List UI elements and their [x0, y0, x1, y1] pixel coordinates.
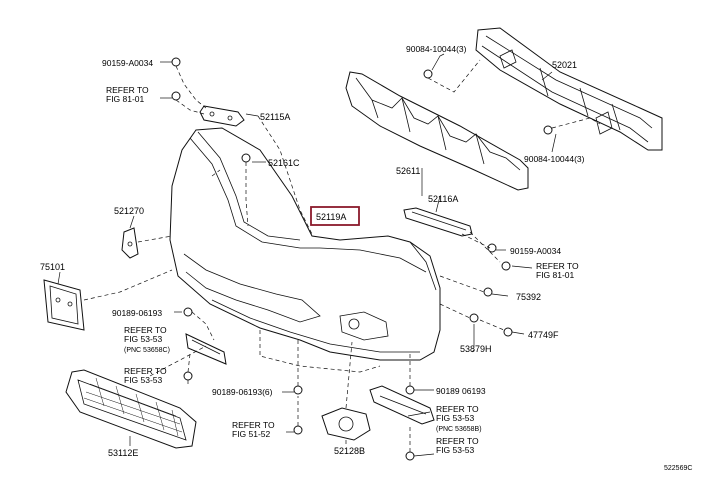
callout-52116a[interactable]: 52116A — [428, 194, 458, 204]
callout-53879h[interactable]: 53879H — [460, 344, 492, 354]
callout-52115a[interactable]: 52115A — [260, 112, 290, 122]
leader-lines — [57, 53, 557, 457]
callout-90189-06193-right[interactable]: 90189 06193 — [436, 386, 486, 396]
side-bracket-right — [403, 207, 473, 237]
callout-pnc-53658b[interactable]: (PNC 53658B) — [436, 426, 482, 433]
callout-refer-fig51-2[interactable]: FIG 51-52 — [232, 429, 271, 439]
bumper-reinforcement — [475, 27, 663, 151]
callout-labels: 90159-A0034 REFER TO FIG 81-01 52115A 52… — [40, 44, 692, 472]
fog-lamp-cover — [321, 407, 371, 441]
fasteners — [171, 57, 553, 461]
callout-refer-fig53-right-low-2[interactable]: FIG 53-53 — [436, 445, 475, 455]
bumper-bracket-left — [199, 105, 245, 127]
callout-521270[interactable]: 521270 — [114, 206, 144, 216]
callout-refer-fig81-top-1[interactable]: REFER TO — [106, 85, 149, 95]
energy-absorber — [345, 71, 529, 191]
callout-75101[interactable]: 75101 — [40, 262, 65, 272]
selected-part-highlight[interactable] — [310, 206, 360, 226]
callout-refer-fig53-left-1[interactable]: REFER TO — [124, 325, 167, 335]
callout-75392[interactable]: 75392 — [516, 292, 541, 302]
license-plate-bracket — [43, 279, 85, 331]
callout-52611[interactable]: 52611 — [396, 166, 420, 176]
callout-refer-fig81-top-2[interactable]: FIG 81-01 — [106, 94, 145, 104]
callout-refer-fig81-right-1[interactable]: REFER TO — [536, 261, 579, 271]
lower-grille — [65, 369, 197, 449]
callout-90084-10044-bottom[interactable]: 90084-10044(3) — [524, 154, 585, 164]
callout-refer-fig53-right-2[interactable]: FIG 53-53 — [436, 413, 475, 423]
callout-90159-a0034-right[interactable]: 90159-A0034 — [510, 246, 561, 256]
callout-refer-fig81-right-2[interactable]: FIG 81-01 — [536, 270, 575, 280]
callout-90189-06193-left[interactable]: 90189-06193 — [112, 308, 162, 318]
side-retainer — [121, 227, 139, 259]
lower-bracket-left — [185, 333, 227, 365]
callout-refer-fig53-left-low-2[interactable]: FIG 53-53 — [124, 375, 163, 385]
callout-90159-a0034-top[interactable]: 90159-A0034 — [102, 58, 153, 68]
callout-refer-fig51-1[interactable]: REFER TO — [232, 420, 275, 430]
callout-pnc-53658c[interactable]: (PNC 53658C) — [124, 347, 170, 354]
callout-52128b[interactable]: 52128B — [334, 446, 365, 456]
callout-refer-fig53-right-low-1[interactable]: REFER TO — [436, 436, 479, 446]
front-bumper-cover — [169, 127, 441, 361]
diagram-code: 522569C — [664, 465, 692, 472]
assembly-lines — [83, 59, 601, 452]
callout-90189-06193-6[interactable]: 90189-06193(6) — [212, 387, 273, 397]
callout-52161c[interactable]: 52161C — [268, 158, 300, 168]
callout-47749f[interactable]: 47749F — [528, 330, 559, 340]
callout-53112e[interactable]: 53112E — [108, 448, 138, 458]
callout-52119a[interactable]: 52119A — [316, 212, 346, 222]
callout-refer-fig53-left-low-1[interactable]: REFER TO — [124, 366, 167, 376]
callout-refer-fig53-left-2[interactable]: FIG 53-53 — [124, 334, 163, 344]
callout-52021[interactable]: 52021 — [552, 60, 577, 70]
callout-90084-10044-top[interactable]: 90084-10044(3) — [406, 44, 467, 54]
callout-refer-fig53-right-1[interactable]: REFER TO — [436, 404, 479, 414]
lower-bracket-right — [369, 385, 435, 425]
